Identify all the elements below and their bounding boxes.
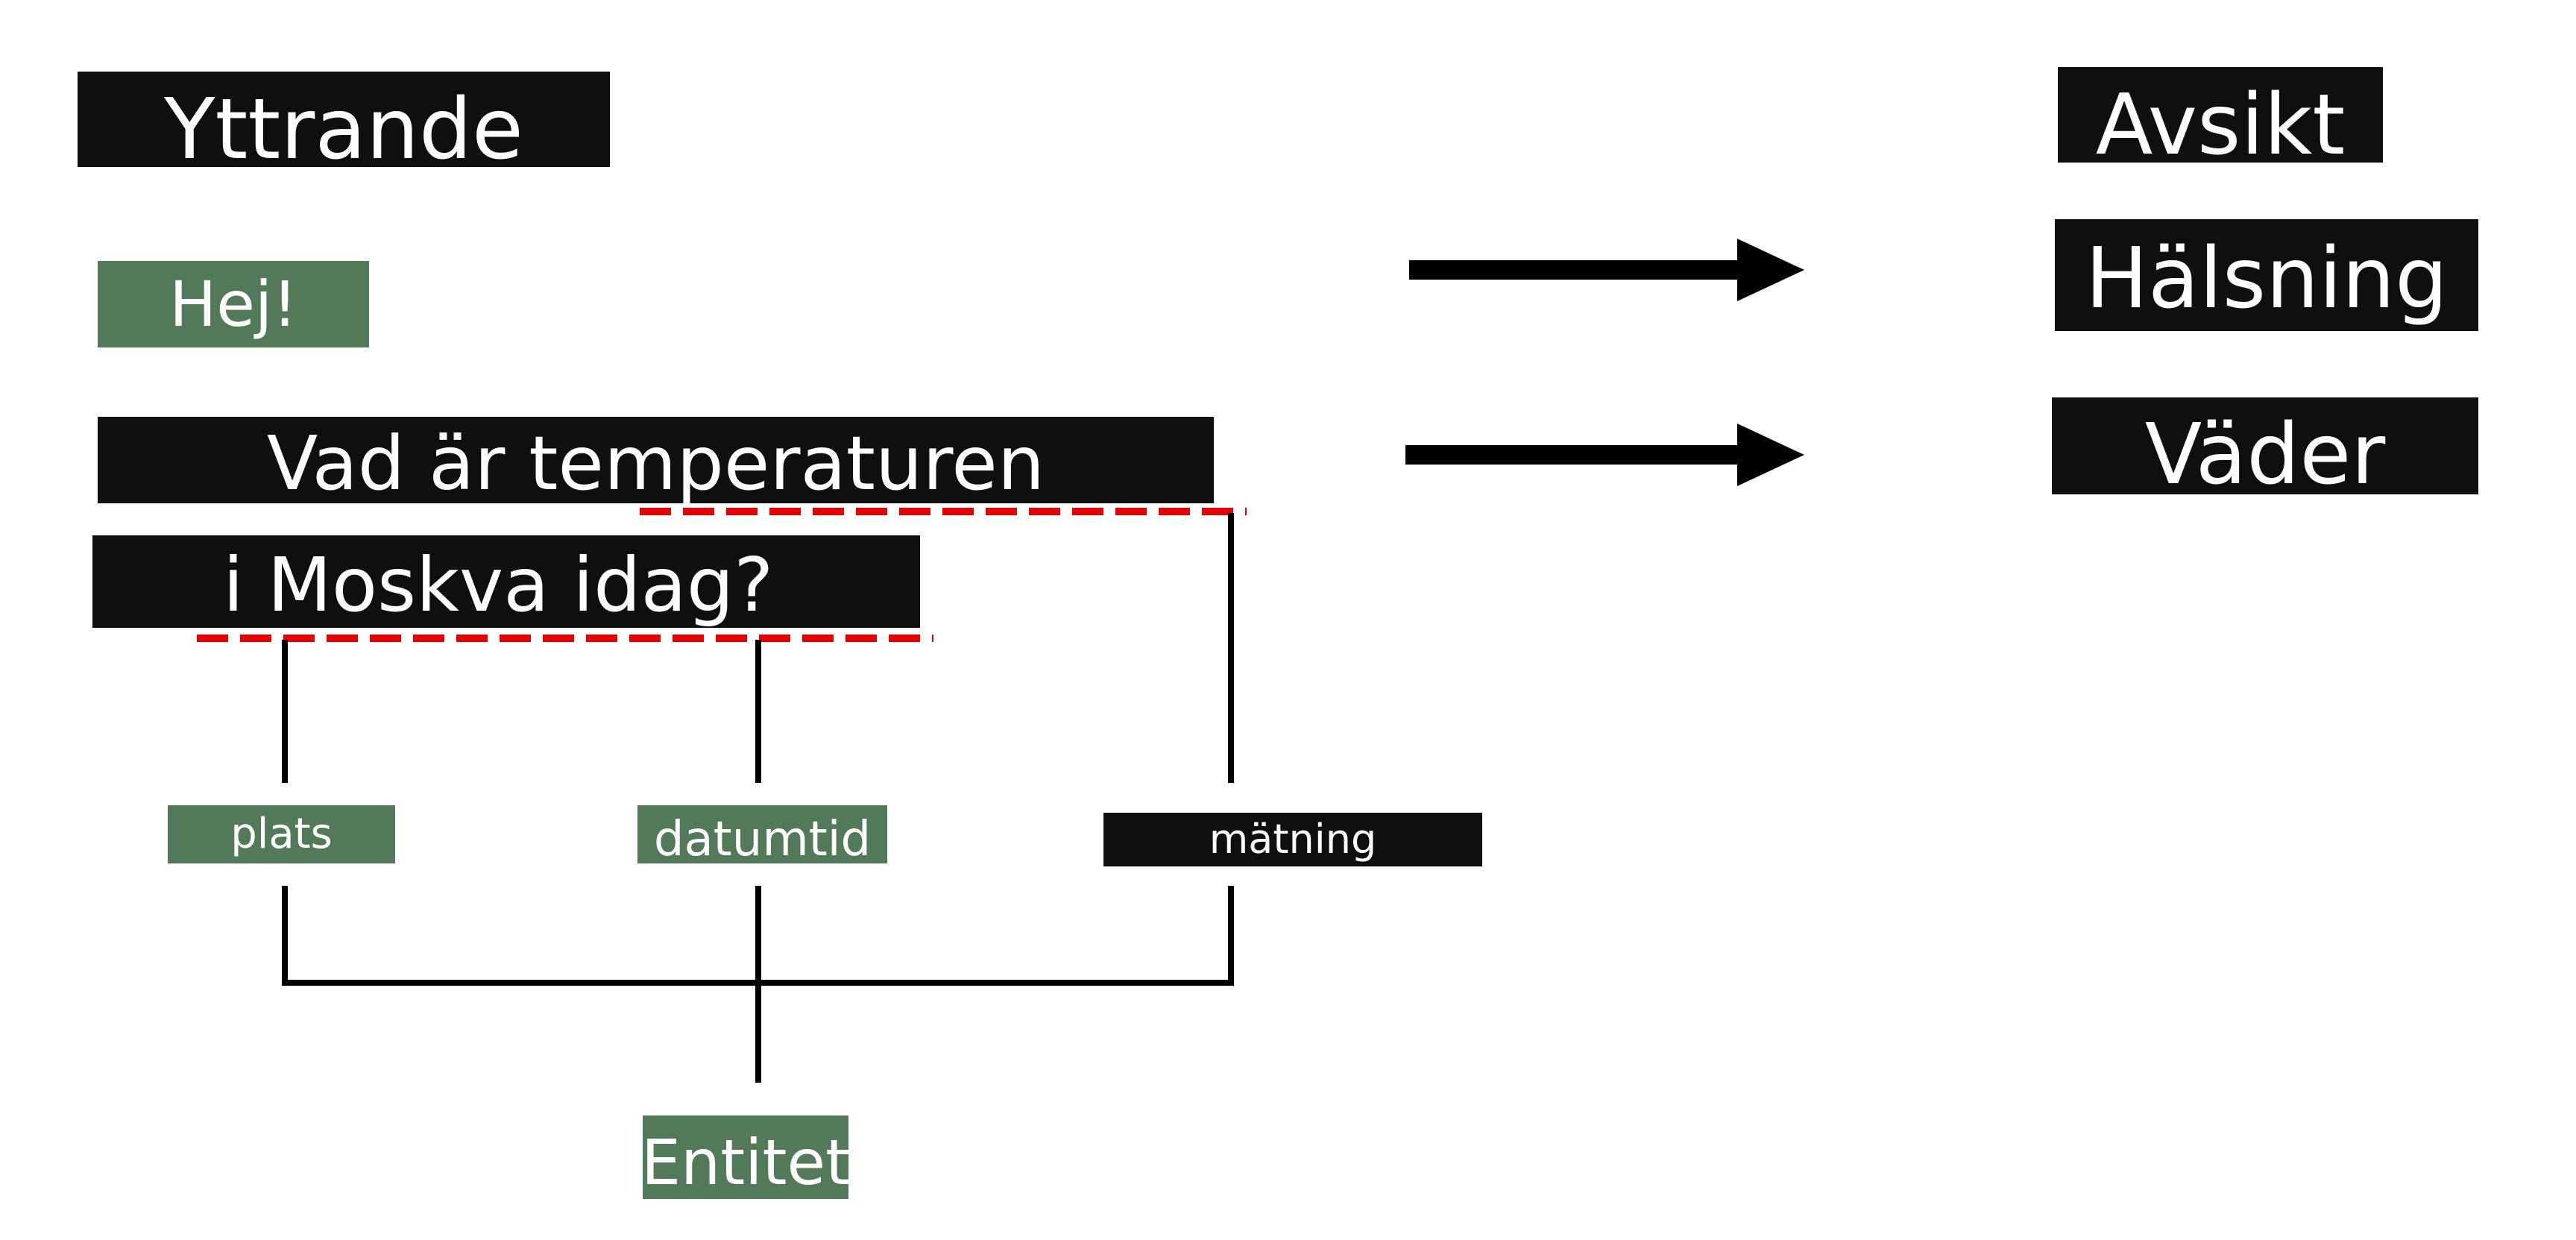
arrow-greeting-head (1737, 239, 1804, 301)
heading-intent: Avsikt (2058, 67, 2383, 167)
heading-entity: Entitet (641, 1115, 850, 1199)
intent-weather: Väder (2052, 397, 2478, 497)
entity-datetime: datumtid (637, 805, 887, 863)
entity-location: plats (168, 805, 395, 863)
utterance-greeting: Hej! (98, 261, 369, 347)
entity-measurement: mätning (1103, 813, 1482, 866)
intent-greeting: Hälsning (2055, 219, 2478, 331)
utterance-weather-line2: i Moskva idag? (92, 535, 920, 628)
heading-utterance: Yttrande (78, 72, 610, 171)
utterance-weather-line1: Vad är temperaturen (98, 417, 1214, 503)
arrow-weather-head (1737, 424, 1804, 486)
